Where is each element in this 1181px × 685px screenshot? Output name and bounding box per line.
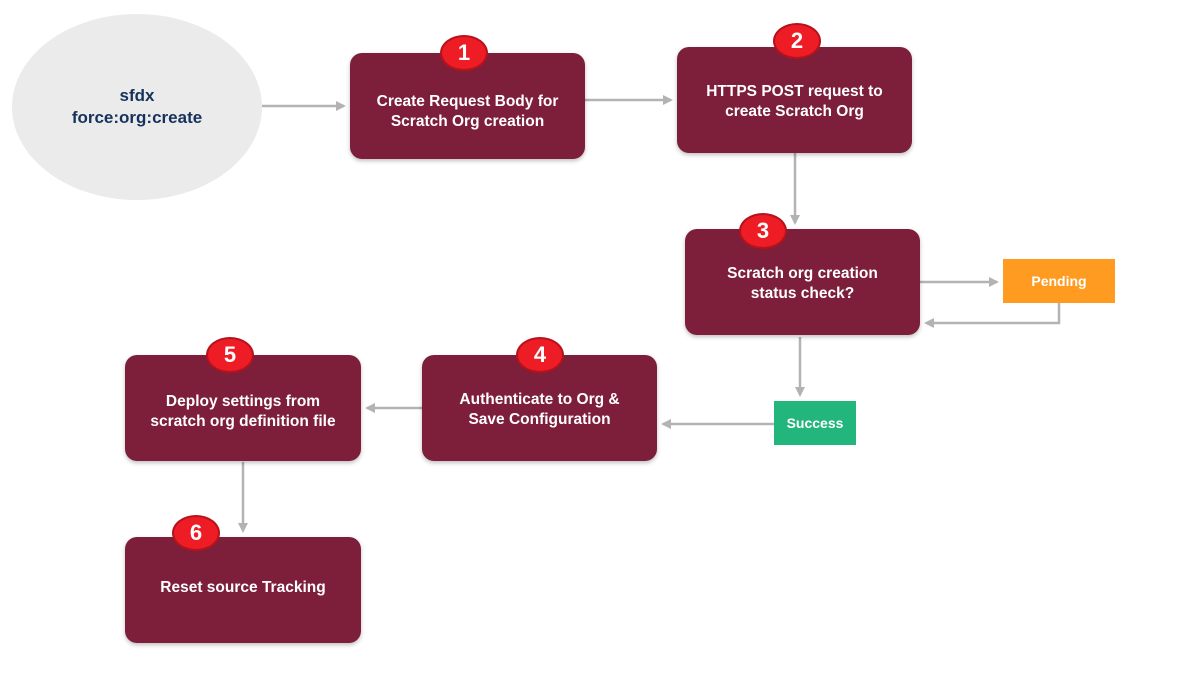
status-pending-box: Pending — [1003, 259, 1115, 303]
step-deploy-settings: Deploy settings from scratch org definit… — [125, 355, 361, 461]
step-label: Create Request Body for Scratch Org crea… — [376, 93, 559, 130]
step-number-badge: 5 — [206, 337, 254, 373]
step-number-badge: 2 — [773, 23, 821, 59]
start-command-line2: force:org:create — [71, 108, 203, 127]
step-label: HTTPS POST request to create Scratch Org — [706, 83, 883, 120]
step-number-badge: 6 — [172, 515, 220, 551]
step-label: Scratch org creation status check? — [727, 265, 878, 302]
step-https-post-request: HTTPS POST request to create Scratch Org — [677, 47, 912, 153]
start-command-line1: sfdx — [119, 86, 155, 105]
step-reset-source-tracking: Reset source Tracking — [125, 537, 361, 643]
start-command-node: sfdx force:org:create — [12, 14, 262, 200]
arrow-pending-loop-back — [924, 303, 1061, 328]
step-number-badge: 1 — [440, 35, 488, 71]
step-number-badge: 4 — [516, 337, 564, 373]
step-label: Reset source Tracking — [160, 579, 326, 596]
step-status-check: Scratch org creation status check? — [685, 229, 920, 335]
step-number-badge: 3 — [739, 213, 787, 249]
step-label: Deploy settings from scratch org definit… — [150, 393, 336, 430]
status-success-box: Success — [774, 401, 856, 445]
step-label: Authenticate to Org & Save Configuration — [459, 391, 620, 428]
